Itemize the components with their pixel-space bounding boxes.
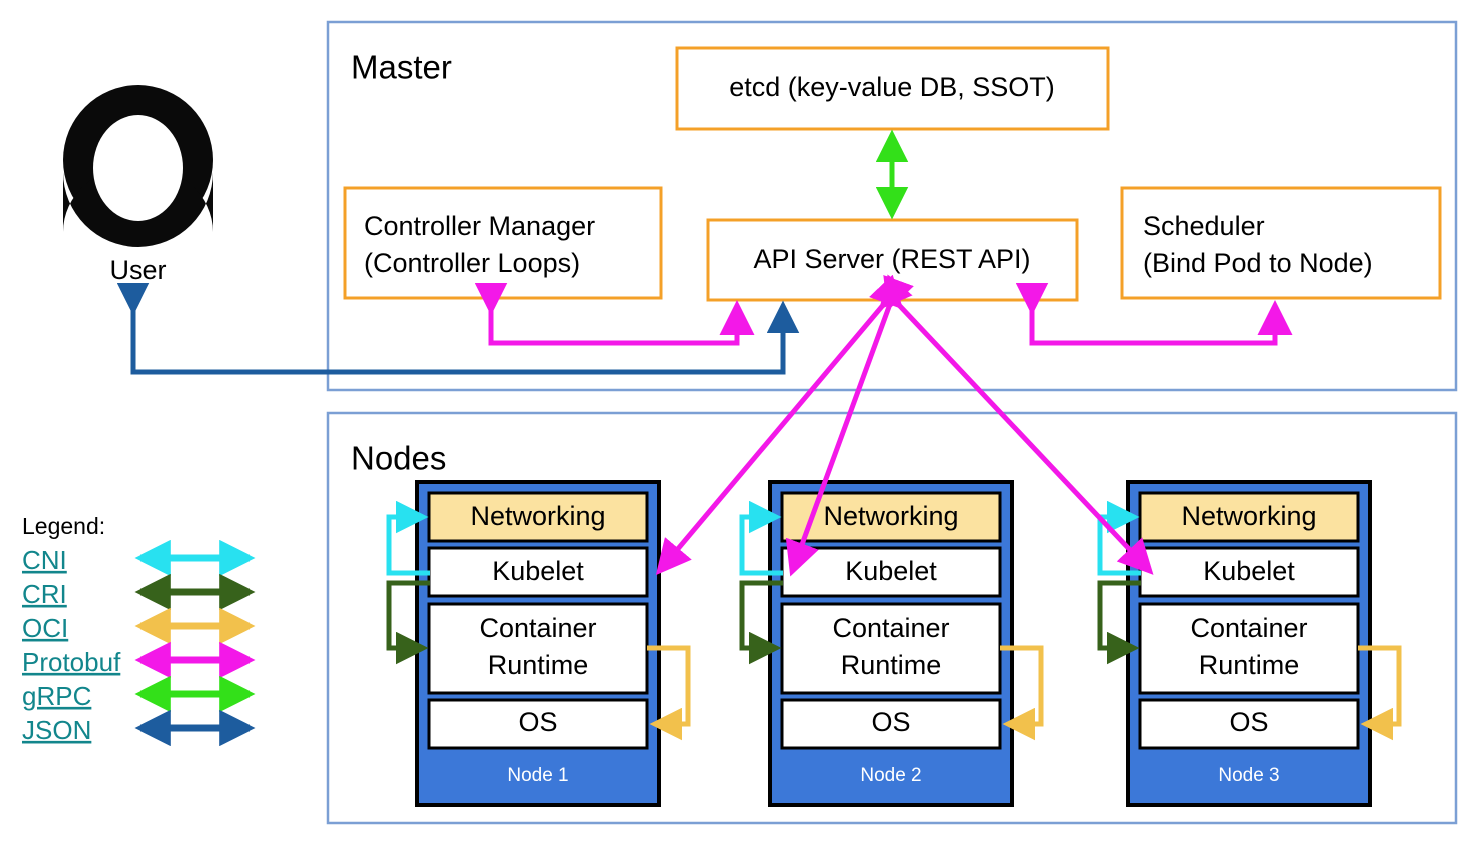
node-2-container-runtime-label-line1: Container	[832, 613, 949, 643]
node-3[interactable]: Networking Kubelet Container Runtime OS …	[1126, 480, 1372, 807]
user-label: User	[109, 255, 166, 285]
node-3-networking-box[interactable]	[1138, 491, 1360, 543]
controller-manager-box[interactable]	[343, 186, 663, 300]
node-2-cri-arrow	[739, 580, 783, 665]
node-3-oci-arrow	[1358, 645, 1402, 741]
scheduler-label-line1: Scheduler	[1143, 211, 1265, 241]
nodes-frame-label: Nodes	[351, 440, 446, 477]
node-1[interactable]: Networking Kubelet Container Runtime OS …	[415, 480, 661, 807]
node-3-kubelet-box[interactable]	[1138, 546, 1360, 598]
node-1-cni-arrow	[386, 500, 430, 576]
api-server-label: API Server (REST API)	[753, 244, 1030, 274]
protobuf-apiserver-scheduler-arrow	[1015, 283, 1293, 346]
node-3-os-label: OS	[1229, 707, 1268, 737]
legend-title: Legend:	[22, 513, 105, 539]
legend-item-json[interactable]: JSON	[22, 715, 91, 745]
legend-item-protobuf[interactable]: Protobuf	[22, 647, 121, 677]
node-1-kubelet-label: Kubelet	[492, 556, 584, 586]
legend-item-cni[interactable]: CNI	[22, 545, 67, 575]
node-2-networking-label: Networking	[823, 501, 958, 531]
legend-item-cri[interactable]: CRI	[22, 579, 67, 609]
controller-manager-label-line2: (Controller Loops)	[364, 248, 580, 278]
protobuf-apiserver-node3-arrow	[869, 274, 1154, 575]
node-1-oci-arrow	[647, 645, 691, 741]
scheduler-label-line2: (Bind Pod to Node)	[1143, 248, 1373, 278]
node-3-os-box[interactable]	[1138, 698, 1360, 750]
user-avatar-icon	[63, 85, 213, 247]
etcd-label: etcd (key-value DB, SSOT)	[729, 72, 1055, 102]
node-3-kubelet-label: Kubelet	[1203, 556, 1295, 586]
controller-manager-label-line1: Controller Manager	[364, 211, 595, 241]
legend-item-oci[interactable]: OCI	[22, 613, 68, 643]
master-frame-label: Master	[351, 49, 452, 86]
node-1-container-runtime-label-line2: Runtime	[488, 650, 589, 680]
node-3-container-runtime-label-line2: Runtime	[1199, 650, 1300, 680]
node-1-networking-label: Networking	[470, 501, 605, 531]
node-1-container-runtime-label-line1: Container	[479, 613, 596, 643]
scheduler-box[interactable]	[1120, 186, 1442, 300]
etcd-box[interactable]	[675, 46, 1110, 131]
node-2-container-runtime-label-line2: Runtime	[841, 650, 942, 680]
node-1-kubelet-box[interactable]	[427, 546, 649, 598]
node-1-networking-box[interactable]	[427, 491, 649, 543]
node-2-os-label: OS	[871, 707, 910, 737]
node-1-name-label: Node 1	[507, 765, 568, 786]
node-3-container-runtime-label-line1: Container	[1190, 613, 1307, 643]
node-3-cri-arrow	[1097, 580, 1141, 665]
node-2-name-label: Node 2	[860, 765, 921, 786]
node-2-container-runtime-box[interactable]	[780, 602, 1002, 695]
protobuf-controller-manager-apiserver-arrow	[474, 283, 755, 346]
node-1-os-box[interactable]	[427, 698, 649, 750]
node-1-cri-arrow	[386, 580, 430, 665]
legend-item-grpc[interactable]: gRPC	[22, 681, 91, 711]
node-2-kubelet-label: Kubelet	[845, 556, 937, 586]
node-3-networking-label: Networking	[1181, 501, 1316, 531]
node-3-name-label: Node 3	[1218, 765, 1279, 786]
json-user-apiserver-arrow	[116, 283, 800, 375]
node-1-os-label: OS	[518, 707, 557, 737]
node-2-oci-arrow	[1000, 645, 1044, 741]
node-2-os-box[interactable]	[780, 698, 1002, 750]
